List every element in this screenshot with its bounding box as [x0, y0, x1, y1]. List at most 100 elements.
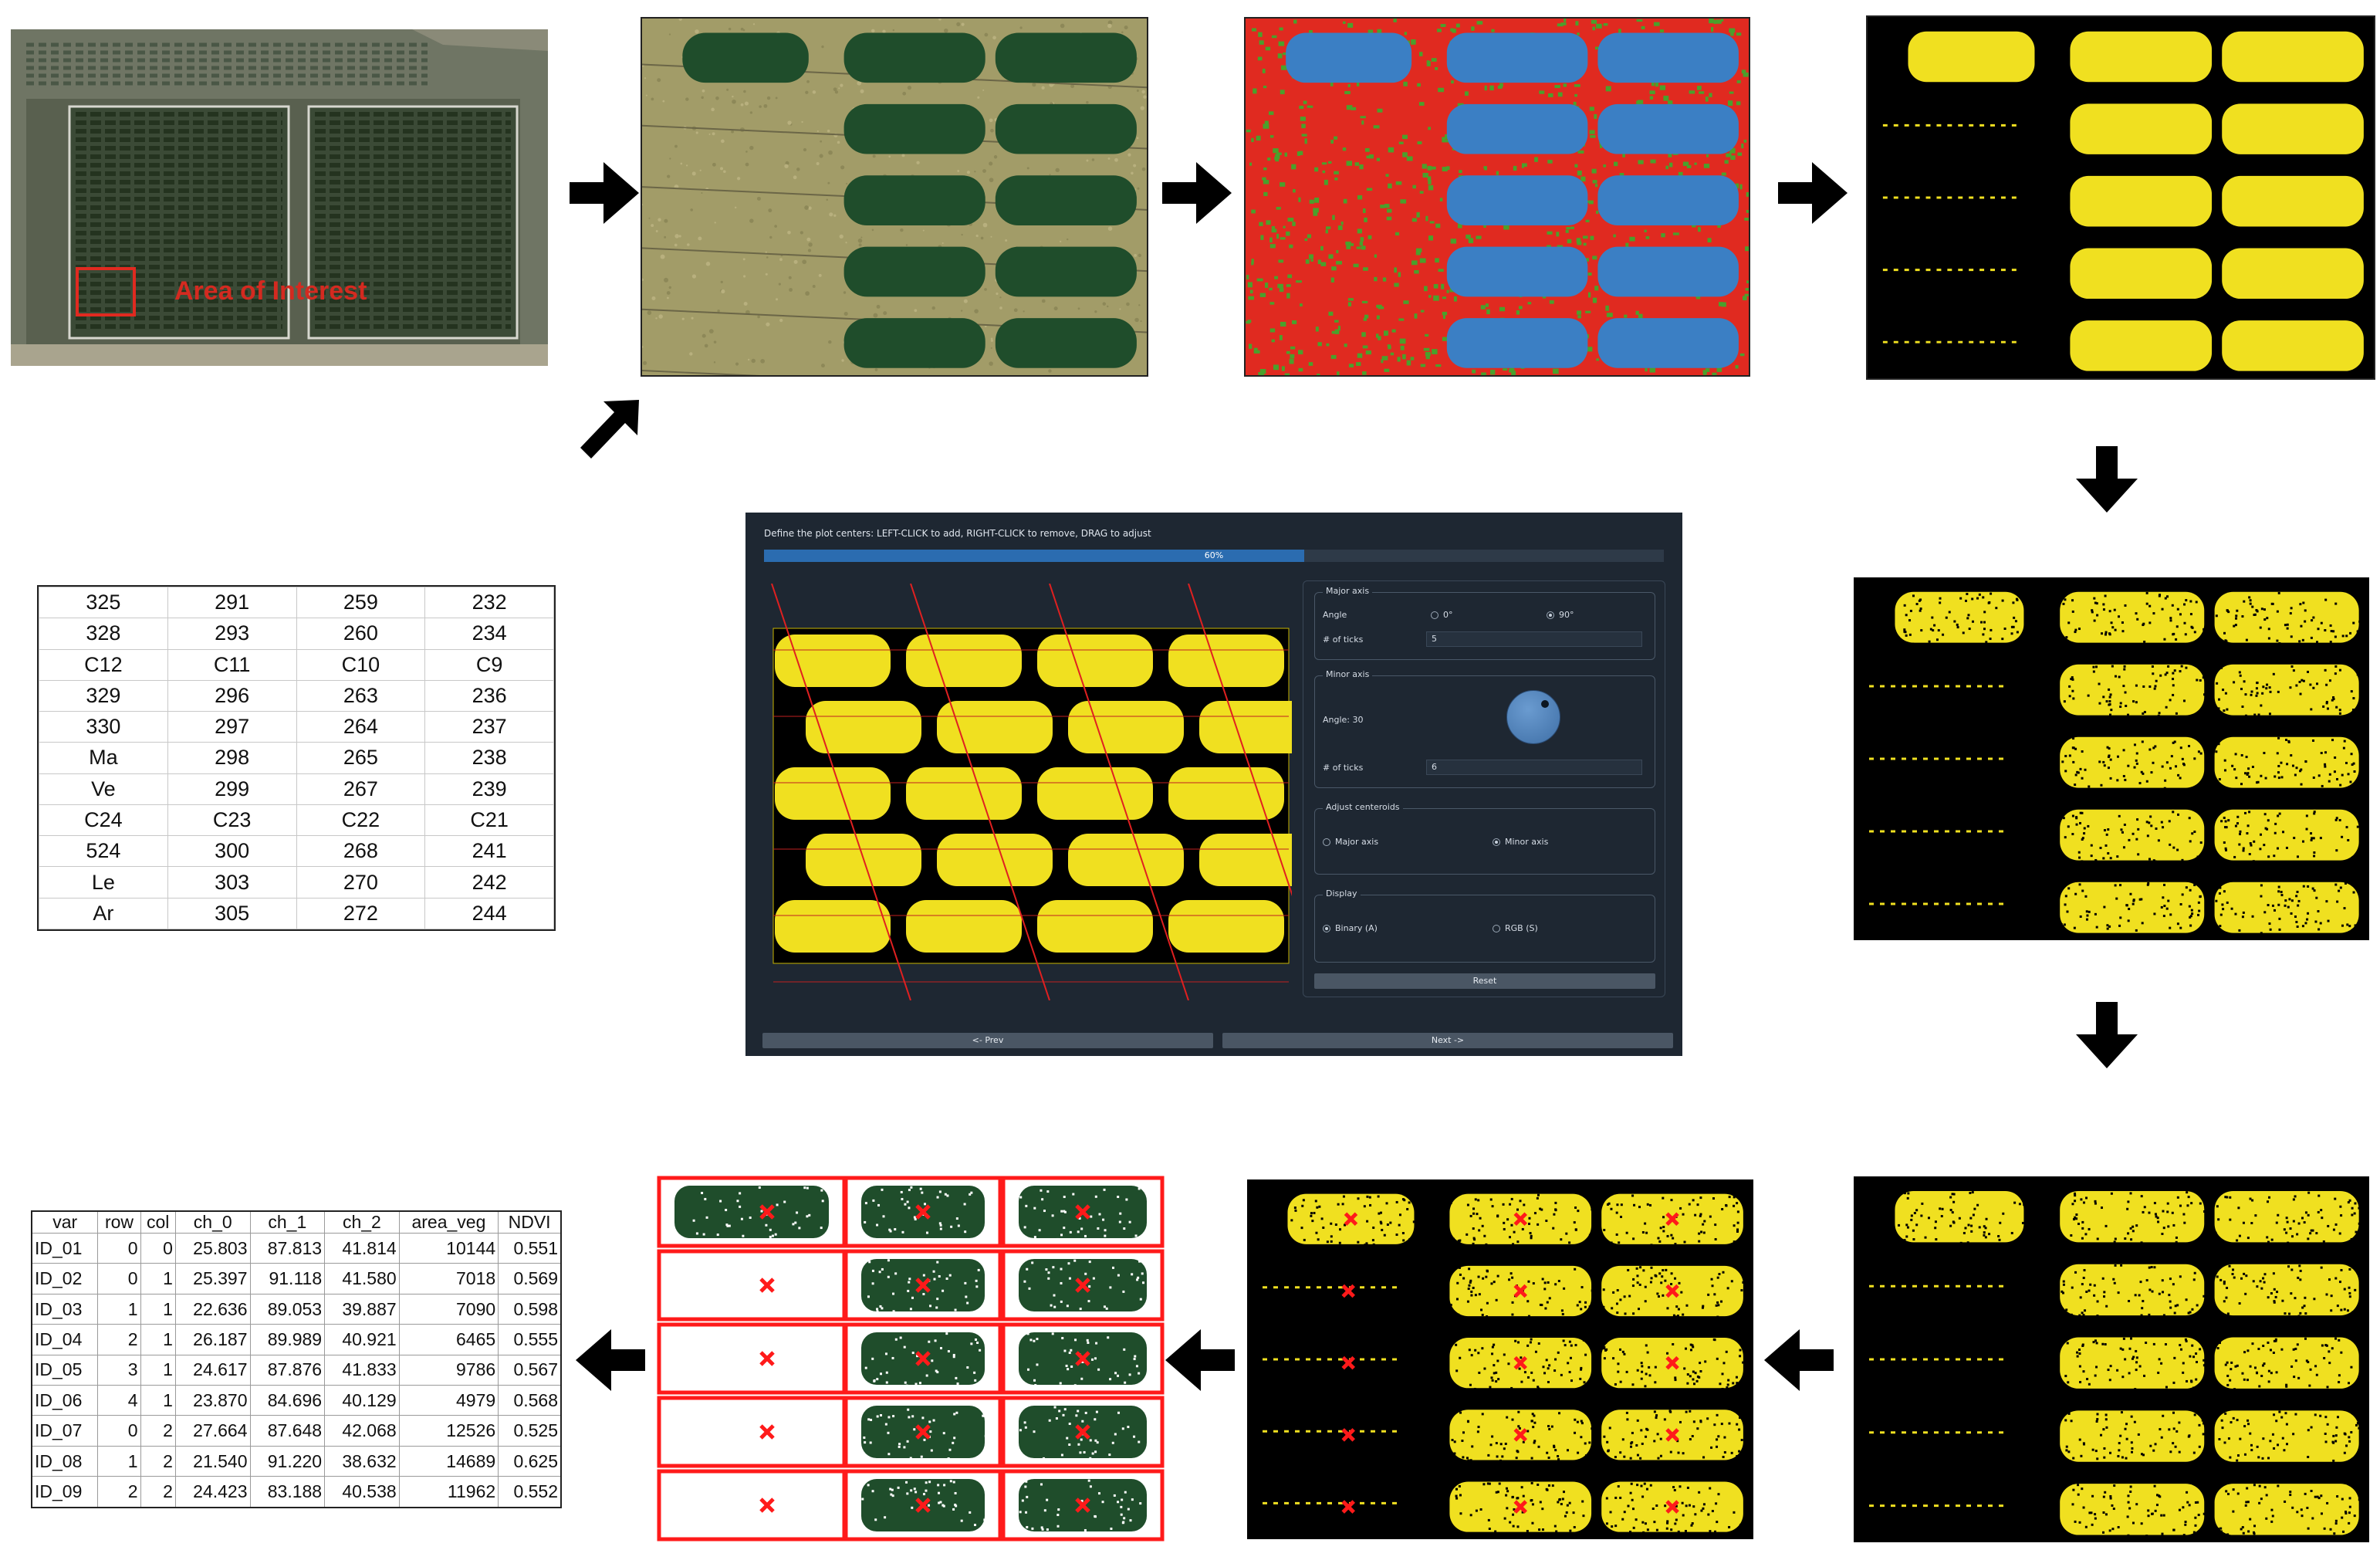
image-texture [1290, 1219, 1293, 1222]
minor-ticks-spinbox[interactable]: 6 [1426, 760, 1642, 775]
gui-canvas[interactable] [764, 584, 1292, 1000]
image-texture [2254, 1214, 2257, 1217]
next-button[interactable]: Next -> [1222, 1033, 1673, 1048]
image-texture [871, 29, 875, 33]
image-texture [2260, 1287, 2263, 1290]
image-texture [2147, 1514, 2150, 1518]
image-texture [829, 212, 833, 217]
prev-button[interactable]: <- Prev [762, 1033, 1213, 1048]
image-texture [1360, 237, 1364, 242]
image-texture [903, 1345, 906, 1349]
image-texture [2107, 755, 2110, 758]
image-texture [2355, 1423, 2358, 1426]
image-texture [1341, 1203, 1344, 1206]
image-texture [1692, 1420, 1695, 1423]
image-texture [2197, 901, 2200, 904]
image-texture [2331, 1347, 2334, 1350]
table-cell: 87.813 [249, 1232, 326, 1264]
image-texture [2299, 1311, 2302, 1315]
image-texture [2161, 1279, 2164, 1282]
image-texture [2101, 1277, 2104, 1280]
adjust-major-radio[interactable]: Major axis [1323, 837, 1378, 847]
image-texture [2314, 920, 2317, 923]
image-texture [787, 120, 792, 125]
image-texture [2182, 1213, 2186, 1216]
reset-button[interactable]: Reset [1314, 973, 1655, 989]
radio-label: 90° [1559, 610, 1574, 620]
image-texture [2064, 836, 2067, 839]
image-texture [2186, 1491, 2189, 1494]
image-texture [1577, 1210, 1580, 1213]
display-binary-radio[interactable]: Binary (A) [1323, 923, 1378, 933]
adjust-minor-radio[interactable]: Minor axis [1493, 837, 1548, 847]
image-texture [2184, 633, 2187, 636]
image-texture [1601, 1237, 1604, 1240]
image-texture [1659, 1437, 1662, 1440]
angle-dial[interactable] [1506, 690, 1560, 744]
image-texture [1131, 1498, 1134, 1501]
image-texture [867, 1418, 871, 1421]
image-texture [2102, 1531, 2105, 1534]
display-rgb-radio[interactable]: RGB (S) [1493, 923, 1538, 933]
image-texture [2356, 630, 2359, 633]
major-angle-0-radio[interactable]: 0° [1431, 610, 1453, 620]
image-texture [1905, 634, 1908, 637]
image-texture [1692, 1370, 1695, 1373]
image-texture [1296, 151, 1300, 156]
image-texture [2334, 1223, 2338, 1226]
image-texture [871, 1490, 874, 1493]
image-texture [2214, 1231, 2217, 1234]
image-texture [2326, 1423, 2329, 1426]
image-texture [1576, 1420, 1579, 1423]
image-texture [2095, 1366, 2098, 1369]
image-texture [1469, 1279, 1472, 1282]
image-texture [2302, 885, 2305, 888]
major-ticks-spinbox[interactable]: 5 [1426, 631, 1642, 647]
crop-canopy [995, 175, 1137, 225]
centroid-marker [1665, 1500, 1679, 1514]
image-texture [1570, 226, 1574, 229]
image-texture [960, 310, 963, 312]
image-texture [1623, 1511, 1626, 1514]
image-texture [1489, 1386, 1492, 1389]
image-texture [1982, 596, 1985, 599]
image-texture [2274, 1339, 2277, 1342]
image-texture [2001, 599, 2004, 602]
image-texture [1724, 160, 1729, 164]
image-texture [2145, 1535, 2148, 1538]
image-texture [1468, 1284, 1471, 1287]
image-texture [2321, 1344, 2324, 1347]
image-texture [2132, 700, 2135, 703]
image-texture [2108, 713, 2111, 716]
image-texture [1653, 1521, 1656, 1524]
image-texture [1674, 1379, 1677, 1382]
image-texture [2148, 821, 2151, 824]
image-texture [929, 1305, 932, 1308]
major-angle-90-radio[interactable]: 90° [1547, 610, 1574, 620]
image-texture [821, 45, 824, 49]
image-texture [2077, 1222, 2081, 1225]
image-texture [1614, 1456, 1617, 1459]
image-texture [2138, 782, 2142, 785]
image-texture [1466, 1300, 1469, 1303]
image-texture [2267, 1369, 2270, 1372]
image-texture [2159, 1495, 2162, 1498]
image-texture [2238, 833, 2241, 836]
image-texture [2117, 1454, 2120, 1457]
image-texture [2109, 1451, 2112, 1454]
image-texture [2301, 925, 2304, 928]
image-texture [1578, 1301, 1581, 1304]
image-texture [1733, 1204, 1736, 1207]
image-texture [2119, 1434, 2122, 1437]
image-texture [712, 162, 716, 167]
image-texture [1080, 1377, 1084, 1380]
image-texture [1531, 1521, 1534, 1525]
image-texture [1662, 1216, 1665, 1219]
image-texture [1915, 1223, 1919, 1227]
image-texture [1504, 1442, 1507, 1445]
image-texture [2334, 883, 2338, 886]
image-texture [1716, 1301, 1719, 1304]
image-texture [1482, 1483, 1486, 1486]
image-texture [1605, 86, 1611, 92]
